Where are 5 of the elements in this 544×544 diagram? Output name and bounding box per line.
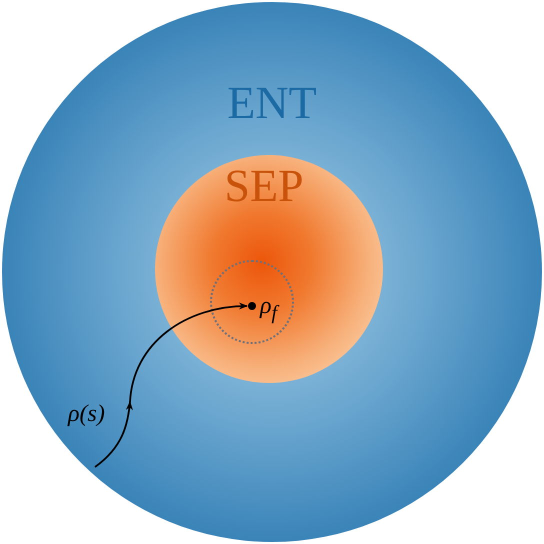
dotted-circle — [210, 260, 294, 344]
region-label: ENT — [226, 78, 318, 128]
edge-label: ρ(s) — [68, 400, 105, 428]
region-label: SEP — [223, 161, 305, 211]
point-label: ρ$_{f}$ — [260, 292, 278, 326]
